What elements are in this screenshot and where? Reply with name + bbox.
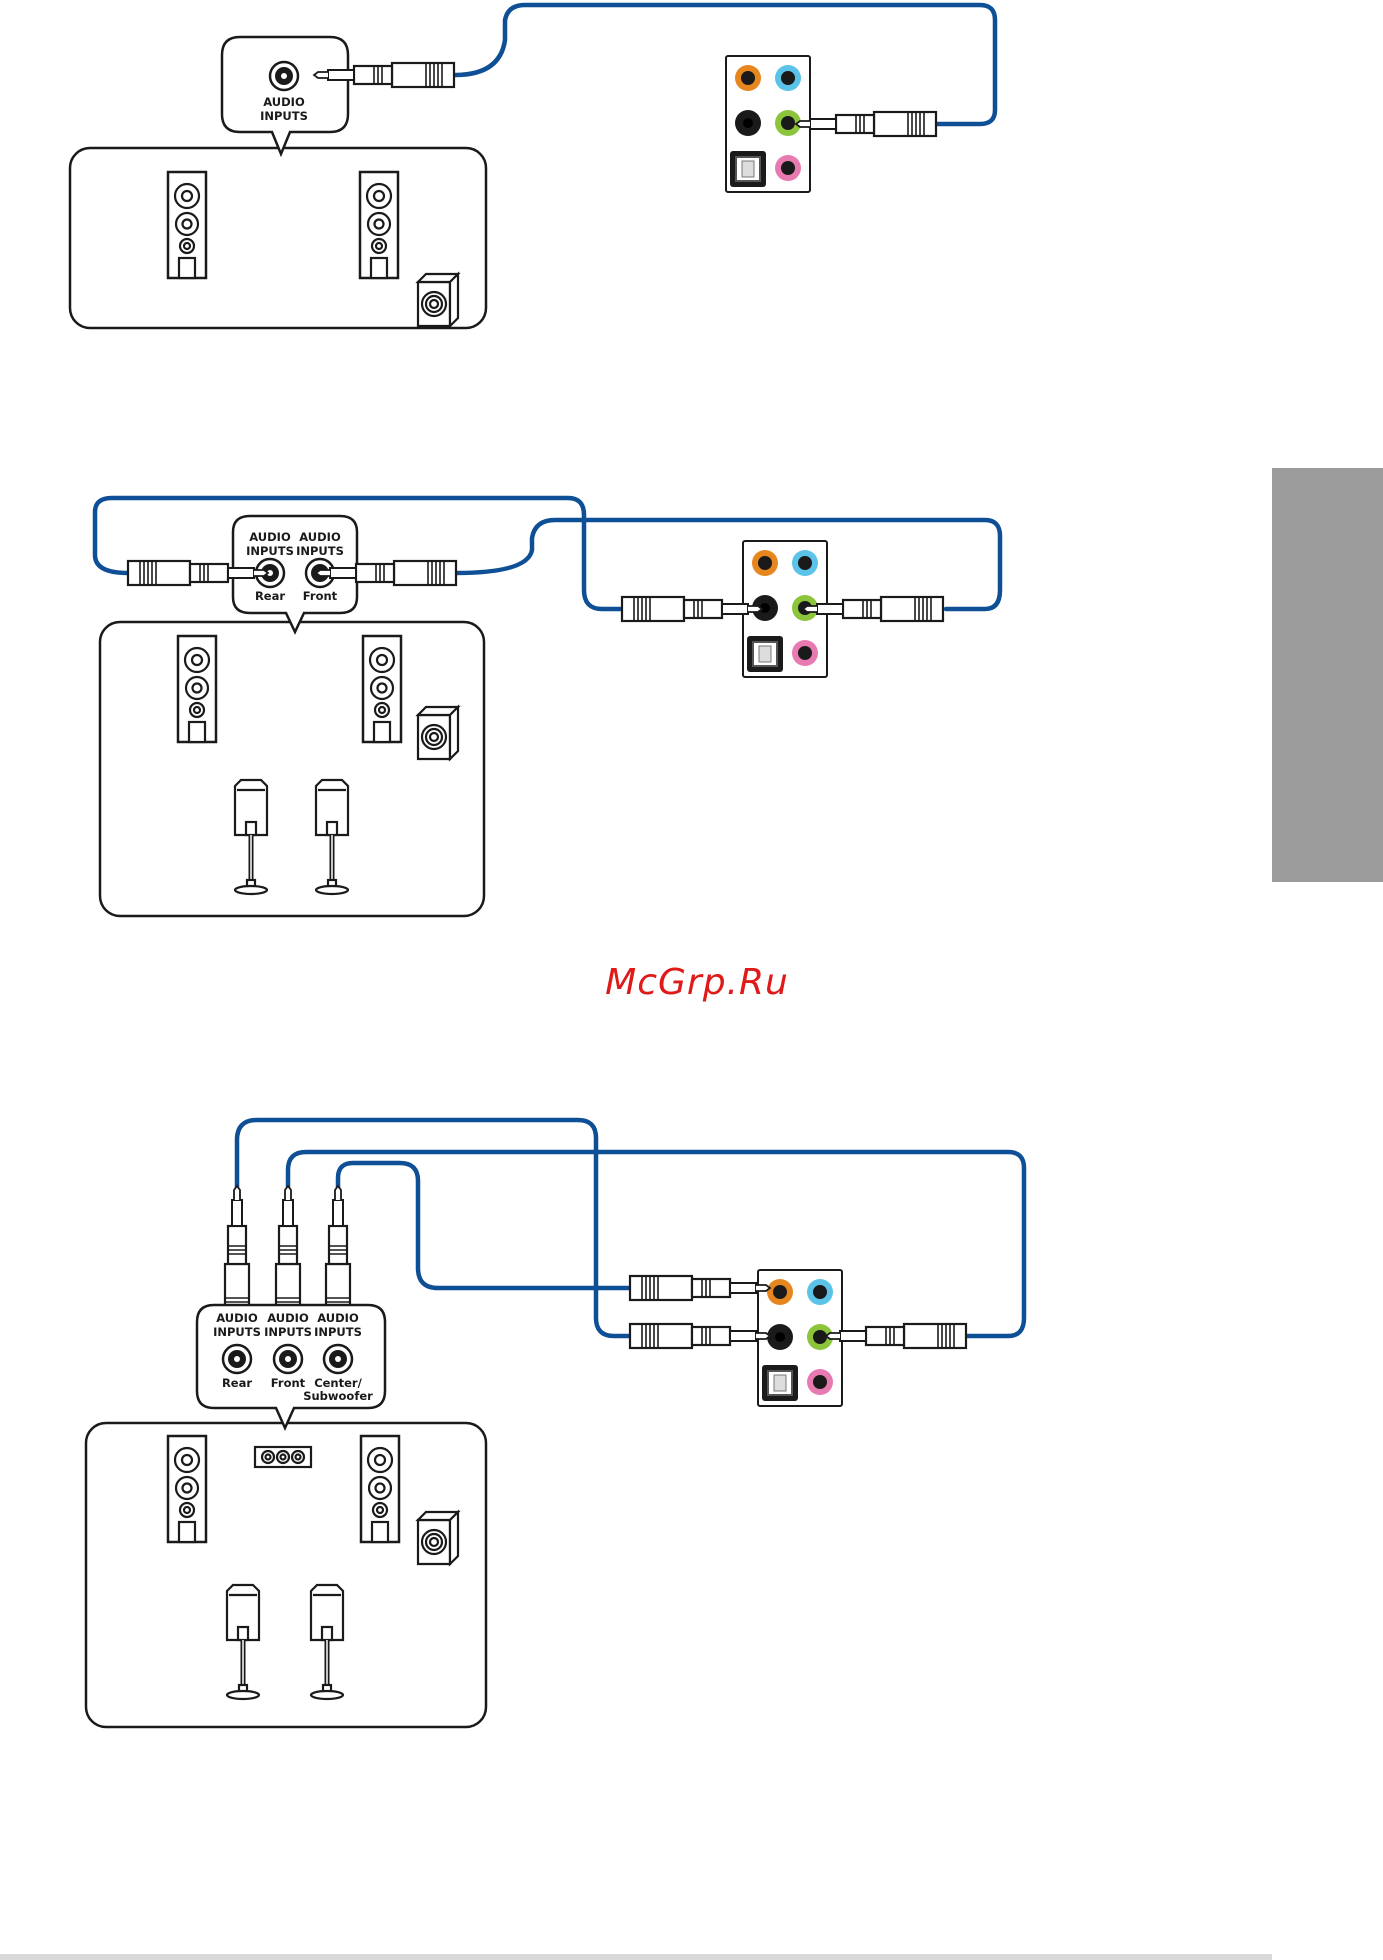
center-input-sublabel-2: Subwoofer <box>303 1389 373 1403</box>
front-right-speaker <box>363 636 401 742</box>
subwoofer <box>418 707 458 759</box>
subwoofer <box>418 1512 458 1564</box>
center-input-label-line1: AUDIO <box>317 1311 359 1325</box>
center-input-sublabel: Center/ <box>314 1376 362 1390</box>
footer-rule <box>0 1954 1272 1960</box>
front-left-speaker <box>168 172 206 278</box>
speaker-set-box <box>100 622 484 916</box>
front-right-speaker <box>361 1436 399 1542</box>
center-speaker <box>255 1447 311 1467</box>
input-label-line1: AUDIO <box>263 95 305 109</box>
front-input-label-line2: INPUTS <box>264 1325 312 1339</box>
front-left-speaker <box>178 636 216 742</box>
rear-input-jack <box>223 1345 251 1373</box>
front-right-speaker <box>360 172 398 278</box>
plug-rear-panel <box>796 112 936 136</box>
plug-panel-left <box>622 597 762 621</box>
diagram-two-channel: AUDIO INPUTS <box>70 5 995 328</box>
front-input-sublabel: Front <box>271 1376 306 1390</box>
front-input-label-line1: AUDIO <box>299 530 341 544</box>
center-sub-input-jack <box>324 1345 352 1373</box>
front-input-jack <box>274 1345 302 1373</box>
cable-center-sub-to-panel <box>338 1163 628 1288</box>
cable-front-to-panel <box>288 1152 1024 1336</box>
rear-input-label-line2: INPUTS <box>213 1325 261 1339</box>
front-left-speaker <box>168 1436 206 1542</box>
front-input-label-line1: AUDIO <box>267 1311 309 1325</box>
chapter-side-tab <box>1272 468 1383 882</box>
speaker-set-box <box>86 1423 486 1727</box>
diagram-six-channel: AUDIO INPUTS AUDIO INPUTS AUDIO INPUTS R… <box>86 1120 1024 1727</box>
front-input-label-line2: INPUTS <box>296 544 344 558</box>
subwoofer <box>418 274 458 326</box>
rear-input-label-line2: INPUTS <box>246 544 294 558</box>
input-label-line2: INPUTS <box>260 109 308 123</box>
front-input-sublabel: Front <box>303 589 338 603</box>
plug-panel-right <box>826 1324 966 1348</box>
watermark-text: McGrp.Ru <box>605 962 789 1003</box>
rear-input-sublabel: Rear <box>222 1376 252 1390</box>
plug-panel-lower-left <box>630 1324 770 1348</box>
center-input-label-line2: INPUTS <box>314 1325 362 1339</box>
diagram-four-channel: AUDIO INPUTS AUDIO INPUTS Rear Front <box>95 498 1000 916</box>
rear-input-sublabel: Rear <box>255 589 285 603</box>
audio-input-jack <box>270 62 298 90</box>
cable-front-to-panel <box>456 520 1000 609</box>
rear-input-label-line1: AUDIO <box>249 530 291 544</box>
rear-input-label-line1: AUDIO <box>216 1311 258 1325</box>
plug-panel-upper-left <box>630 1276 770 1300</box>
